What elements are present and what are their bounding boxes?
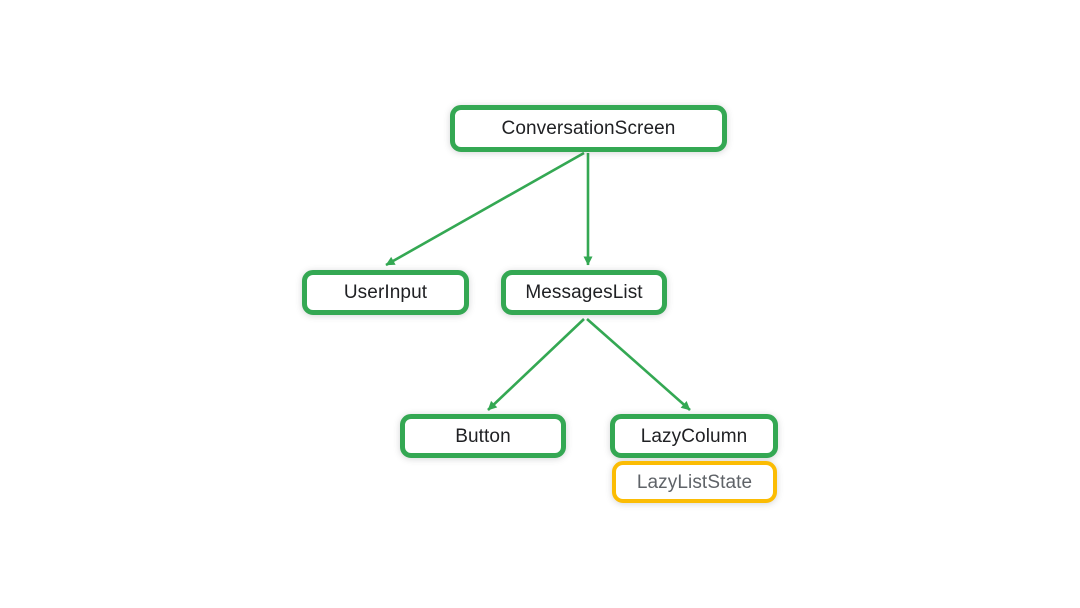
edge-messageslist-lazycolumn bbox=[586, 318, 691, 411]
node-messages-list: MessagesList bbox=[501, 270, 667, 315]
node-label: LazyColumn bbox=[640, 425, 748, 447]
node-label: ConversationScreen bbox=[501, 118, 676, 139]
node-user-input: UserInput bbox=[302, 270, 469, 315]
edge-conversationscreen-userinput bbox=[385, 151, 585, 267]
node-lazy-list-state: LazyListState bbox=[612, 461, 777, 503]
node-button: Button bbox=[400, 414, 566, 458]
node-label: LazyListState bbox=[636, 471, 753, 493]
node-label: Button bbox=[455, 425, 511, 447]
node-lazy-column: LazyColumn bbox=[610, 414, 778, 458]
node-label: UserInput bbox=[343, 282, 428, 303]
edge-messageslist-button bbox=[487, 318, 585, 411]
node-label: MessagesList bbox=[525, 282, 643, 303]
node-conversation-screen: ConversationScreen bbox=[450, 105, 727, 152]
